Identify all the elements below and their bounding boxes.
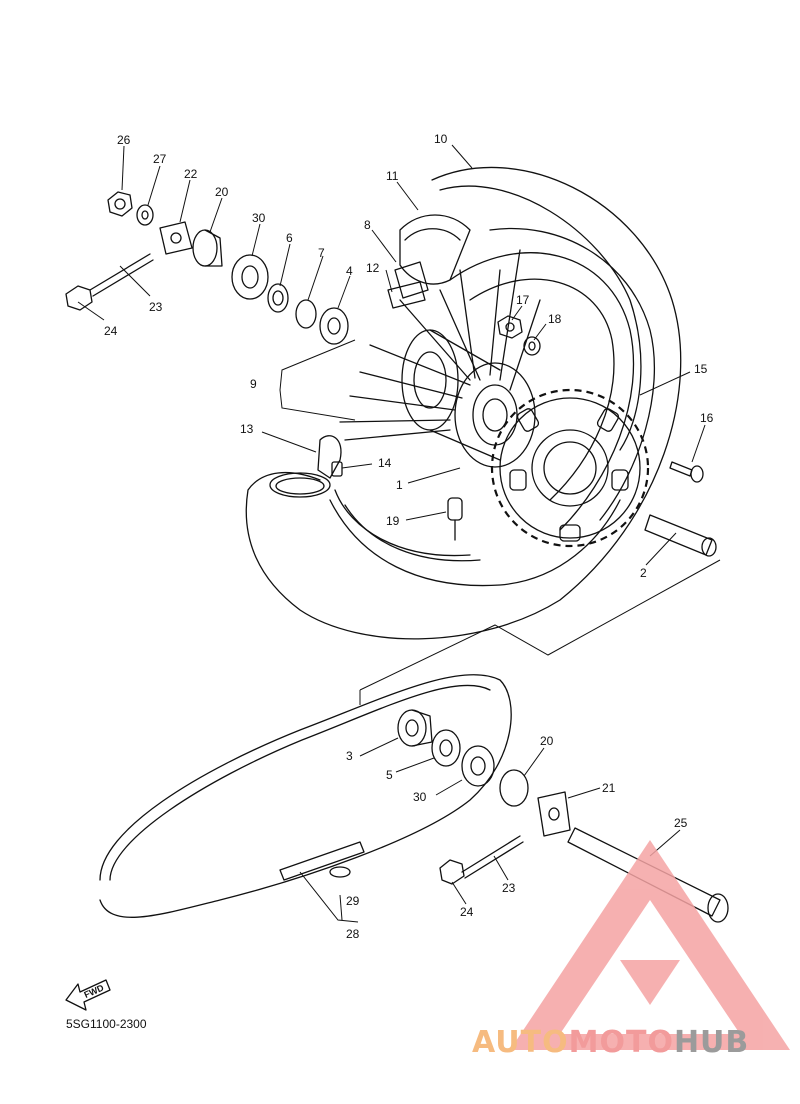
callout-24b: 24	[460, 905, 474, 919]
callout-21: 21	[602, 781, 616, 795]
callout-19: 19	[386, 514, 400, 528]
callout-26: 26	[117, 133, 131, 147]
callout-28: 28	[346, 927, 360, 941]
callout-18: 18	[548, 312, 562, 326]
sprocket-nut	[497, 315, 541, 356]
callout-2: 2	[640, 566, 647, 580]
diagram-code: 5SG1100-2300	[66, 1017, 147, 1031]
callout-23b: 23	[502, 881, 516, 895]
callout-5: 5	[386, 768, 393, 782]
sprocket-bolt	[669, 461, 704, 483]
callout-20b: 20	[540, 734, 554, 748]
callout-10: 10	[434, 132, 448, 146]
callout-4: 4	[346, 264, 353, 278]
brake-cover	[269, 435, 343, 498]
callout-25: 25	[674, 816, 688, 830]
callout-labels: 26 27 22 20 30 6 7 4 23 24 10 11 8 12 17…	[104, 132, 714, 941]
callout-8: 8	[364, 218, 371, 232]
callout-12: 12	[366, 261, 380, 275]
callout-3: 3	[346, 749, 353, 763]
callout-20: 20	[215, 185, 229, 199]
callout-1: 1	[396, 478, 403, 492]
callout-27: 27	[153, 152, 167, 166]
hub	[401, 329, 536, 468]
tire	[245, 166, 682, 640]
leaders	[77, 144, 706, 905]
callout-9: 9	[250, 377, 257, 391]
callout-30: 30	[252, 211, 266, 225]
watermark-auto: AUTO	[472, 1025, 569, 1060]
callout-7: 7	[318, 246, 325, 260]
chain-joint	[279, 841, 365, 881]
callout-11: 11	[386, 169, 399, 183]
callout-6: 6	[286, 231, 293, 245]
callout-13: 13	[240, 422, 254, 436]
callout-29: 29	[346, 894, 360, 908]
rim-band	[399, 214, 471, 285]
callout-15: 15	[694, 362, 708, 376]
callout-17: 17	[516, 293, 530, 307]
chain	[99, 673, 512, 918]
callout-23: 23	[149, 300, 163, 314]
valve	[447, 497, 463, 541]
watermark-hub: HUB	[674, 1025, 749, 1060]
callout-14: 14	[378, 456, 392, 470]
left-stack	[65, 191, 349, 345]
callout-30b: 30	[413, 790, 427, 804]
fwd-arrow-icon: FWD	[65, 979, 111, 1011]
callout-22: 22	[184, 167, 198, 181]
spokes	[339, 249, 541, 441]
collar	[644, 514, 717, 557]
svg-text:AUTOMOTOHUB: AUTOMOTOHUB	[472, 1025, 749, 1060]
sprocket	[490, 388, 650, 548]
watermark-moto: MOTO	[569, 1025, 674, 1060]
rim	[334, 252, 635, 562]
rim-lock	[387, 261, 429, 309]
watermark-logo: AUTOMOTOHUB	[472, 840, 790, 1060]
callout-16: 16	[700, 411, 714, 425]
callout-24: 24	[104, 324, 118, 338]
